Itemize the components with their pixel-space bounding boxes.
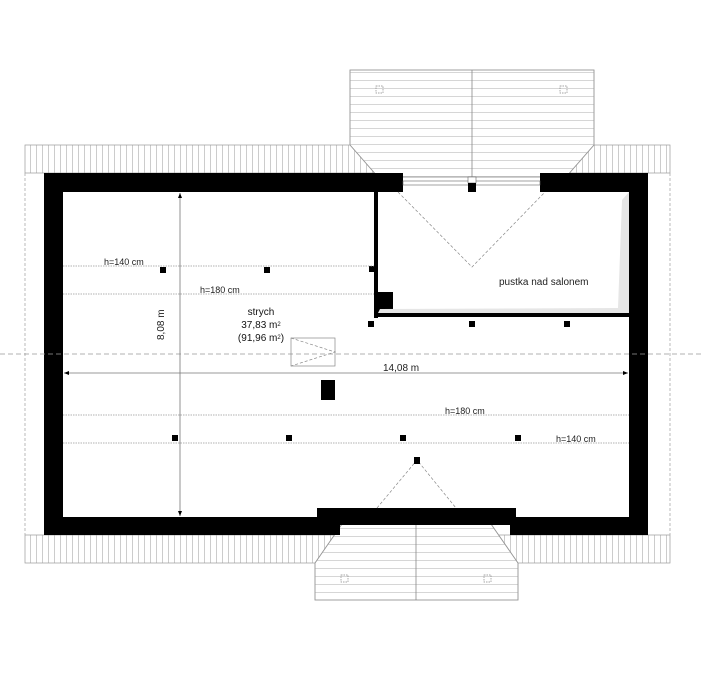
dimension-width-label: 14,08 m (383, 363, 420, 374)
height-label-top-140: h=140 cm (104, 257, 144, 267)
roof-posts (160, 267, 570, 464)
dimension-lines (64, 193, 628, 516)
room-area: 37,83 m2 (241, 320, 281, 331)
dormer-window-top (402, 176, 541, 192)
dormer-roof-bottom (314, 523, 519, 601)
dormer-roof-top (349, 69, 595, 178)
height-lines (63, 265, 629, 444)
height-label-bottom-180: h=180 cm (445, 406, 485, 416)
height-label-top-180: h=180 cm (200, 285, 240, 295)
room-area-total: (91,96 m2) (237, 333, 285, 344)
chimney (321, 380, 335, 400)
void-label: pustka nad salonem (499, 277, 589, 288)
roof-hatch (290, 337, 337, 367)
height-label-bottom-140: h=140 cm (556, 434, 596, 444)
void-partition (369, 191, 629, 318)
room-label: strych 37,83 m2 (91,96 m2) (226, 306, 296, 345)
dimension-depth-label: 8,08 m (156, 309, 167, 340)
room-name: strych (247, 307, 275, 318)
